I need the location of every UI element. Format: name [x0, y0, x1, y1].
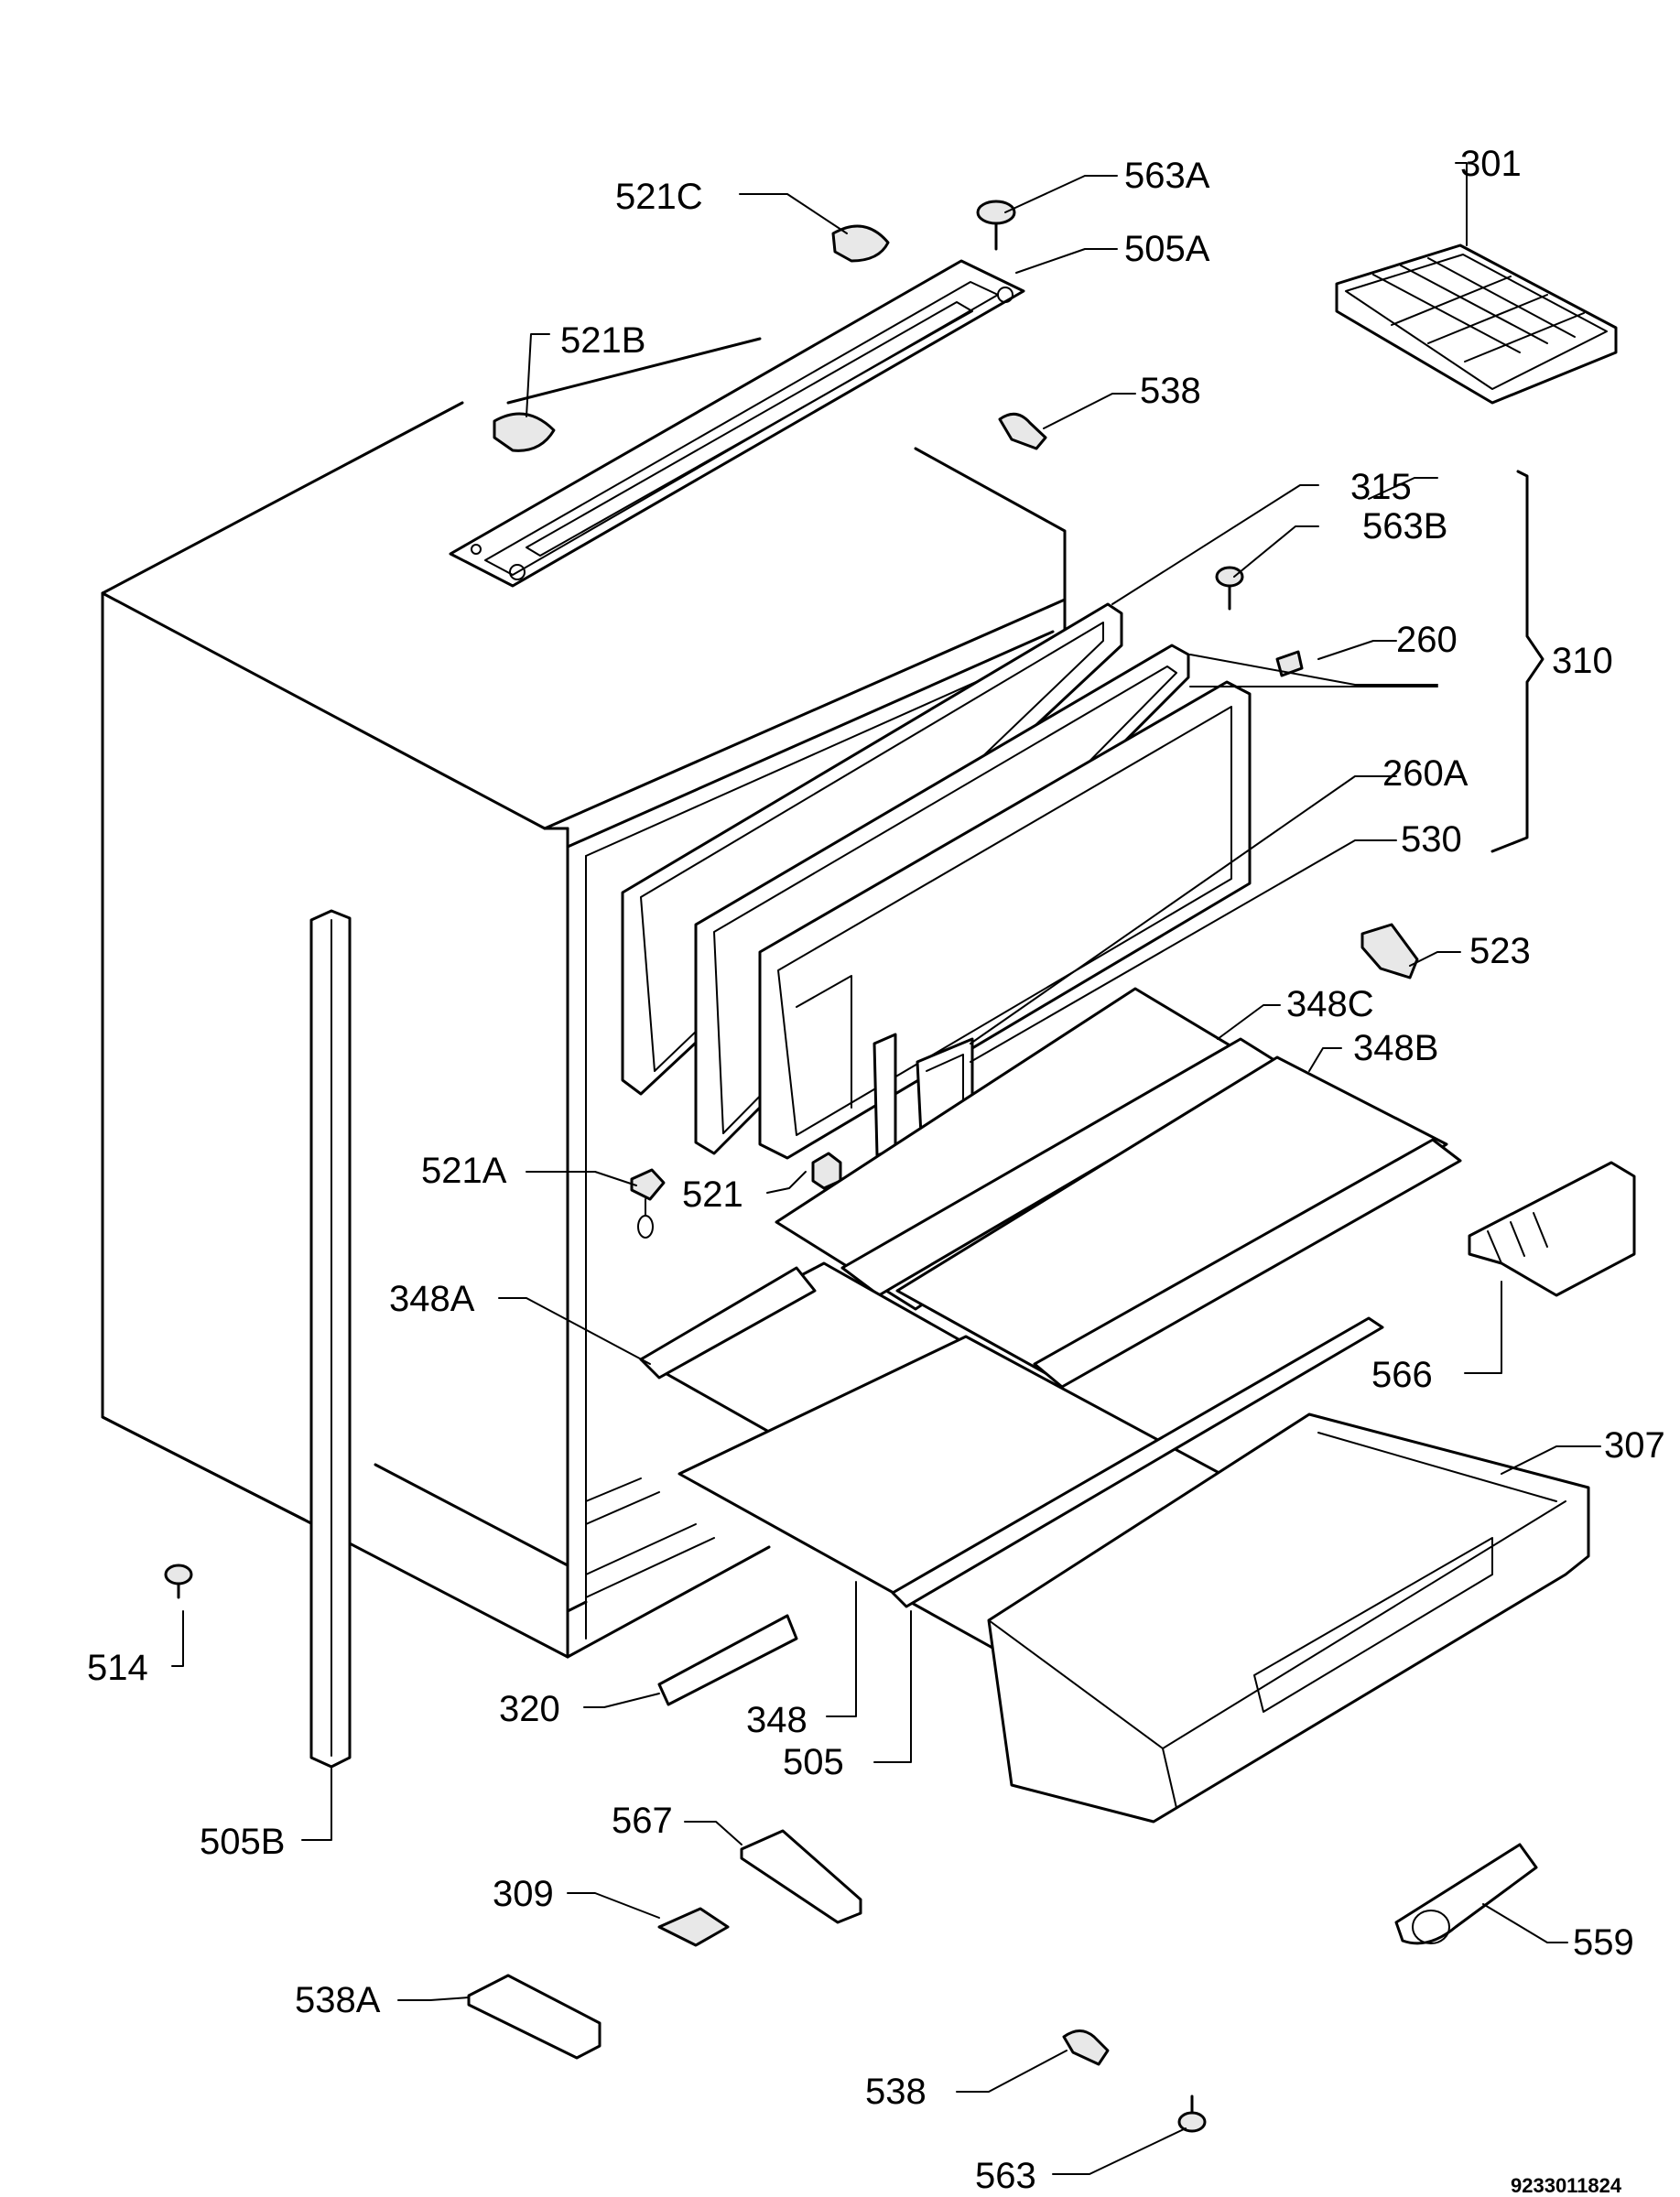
- bracket-567: [740, 1829, 862, 1924]
- screw-563: [1177, 2094, 1207, 2133]
- hinge-538-bottom: [1062, 2029, 1110, 2066]
- label-521a: 521A: [421, 1151, 507, 1191]
- label-505b: 505B: [200, 1822, 285, 1862]
- cabinet-body: [101, 337, 1067, 1659]
- door-trim-505b: [309, 909, 352, 1769]
- label-563b: 563B: [1362, 506, 1447, 547]
- part-labels: 521C 563A 505A 301 521B 538 315 563B 260…: [87, 144, 1665, 2197]
- shelf-348b: [895, 1055, 1462, 1389]
- cap-521b: [493, 412, 556, 452]
- part-566: [1468, 1161, 1636, 1297]
- cap-521c: [831, 224, 890, 263]
- part-521a: [630, 1168, 666, 1239]
- label-348a: 348A: [389, 1279, 475, 1319]
- cover-559: [1394, 1843, 1538, 1945]
- label-505a: 505A: [1124, 229, 1210, 269]
- label-348c: 348C: [1286, 984, 1374, 1024]
- clip-260: [1275, 650, 1304, 677]
- strip-505: [891, 1316, 1384, 1608]
- label-538a: 538A: [295, 1980, 381, 2020]
- ice-tray: [1335, 244, 1618, 405]
- label-307: 307: [1604, 1425, 1665, 1466]
- label-260: 260: [1396, 620, 1458, 660]
- label-514: 514: [87, 1648, 148, 1688]
- screw-563b: [1215, 566, 1244, 611]
- label-563: 563: [975, 2156, 1036, 2196]
- label-521b: 521B: [560, 320, 645, 361]
- label-566: 566: [1371, 1355, 1433, 1395]
- label-310: 310: [1552, 641, 1613, 681]
- label-530: 530: [1401, 819, 1462, 860]
- label-301: 301: [1460, 144, 1522, 184]
- latch-523: [1360, 923, 1419, 979]
- screw-514: [164, 1564, 193, 1599]
- label-559: 559: [1573, 1922, 1634, 1963]
- label-315: 315: [1350, 467, 1412, 507]
- label-521: 521: [682, 1174, 743, 1215]
- label-309: 309: [493, 1874, 554, 1914]
- hinge-538-top: [998, 412, 1047, 450]
- label-538-top: 538: [1140, 371, 1201, 411]
- label-523: 523: [1469, 931, 1531, 971]
- label-348: 348: [746, 1700, 807, 1740]
- crisper-drawer: [987, 1412, 1590, 1824]
- screw-563a: [976, 200, 1016, 251]
- label-505: 505: [783, 1742, 844, 1782]
- bracket-310: [1490, 470, 1545, 853]
- label-260a: 260A: [1382, 753, 1469, 794]
- label-563a: 563A: [1124, 156, 1210, 196]
- hinge-538a: [467, 1974, 602, 2060]
- leader-lines: [171, 162, 1601, 2175]
- label-567: 567: [612, 1801, 673, 1841]
- top-cover-strip: [449, 259, 1025, 588]
- label-320: 320: [499, 1689, 560, 1729]
- label-348b: 348B: [1353, 1028, 1438, 1068]
- part-309: [657, 1907, 730, 1947]
- drawing-number: 9233011824: [1511, 2174, 1622, 2197]
- label-521c: 521C: [615, 177, 703, 217]
- grille-320: [657, 1614, 798, 1706]
- label-538-bottom: 538: [865, 2072, 927, 2112]
